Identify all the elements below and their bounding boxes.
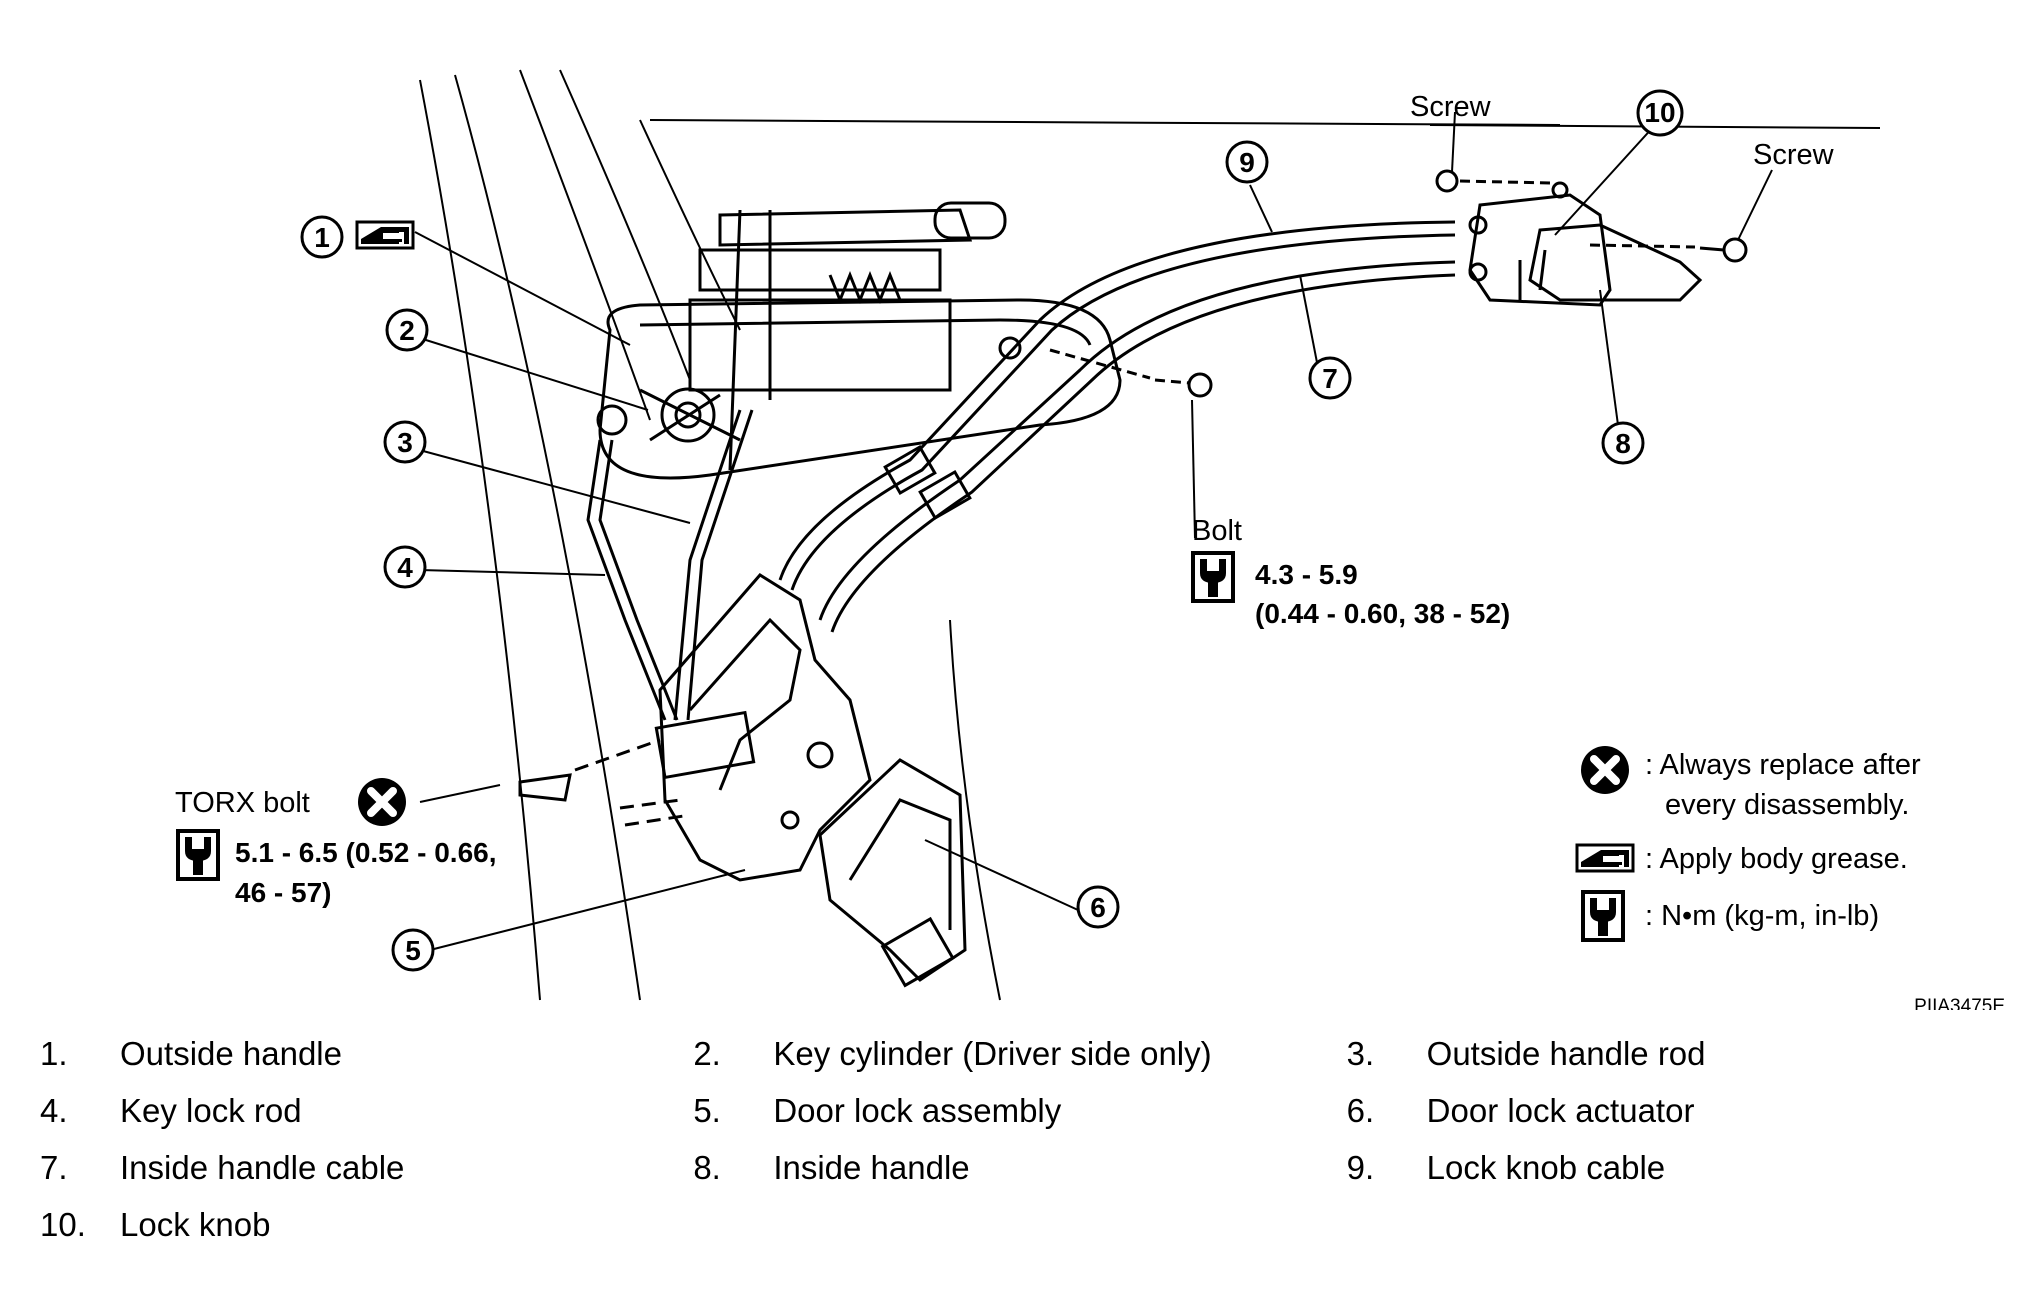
callout-3: 3 xyxy=(383,420,427,464)
legend-item: 7. Inside handle cable xyxy=(40,1149,693,1187)
leader-lines xyxy=(409,111,1773,951)
svg-text:5: 5 xyxy=(405,935,421,966)
legend-item: 6. Door lock actuator xyxy=(1347,1092,2000,1130)
legend-text: Outside handle rod xyxy=(1426,1034,1706,1072)
torx-torque-line-1: 5.1 - 6.5 (0.52 - 0.66, xyxy=(235,837,497,868)
svg-text:: N•m (kg-m, in-lb): : N•m (kg-m, in-lb) xyxy=(1645,900,1879,932)
legend-number: 8. xyxy=(693,1148,721,1186)
replace-part-icon xyxy=(358,778,406,826)
legend-number: 3. xyxy=(1346,1034,1375,1072)
screw-label-right: Screw xyxy=(1753,139,1835,171)
legend-row: 7. Inside handle cable 8. Inside handle … xyxy=(40,1139,2000,1196)
svg-text:3: 3 xyxy=(397,427,413,458)
legend-number: 10. xyxy=(40,1205,86,1243)
callout-2: 2 xyxy=(385,308,429,352)
legend-number: 5. xyxy=(693,1091,721,1129)
svg-text:7: 7 xyxy=(1322,363,1338,394)
body-grease-icon xyxy=(355,220,415,250)
callout-1: 1 xyxy=(300,215,415,259)
door-panel-outline xyxy=(419,69,1881,1001)
callout-4: 4 xyxy=(383,545,427,589)
legend-item: 3. Outside handle rod xyxy=(1347,1035,2000,1073)
legend-text: Door lock assembly xyxy=(773,1091,1062,1129)
legend-row: 10. Lock knob xyxy=(40,1196,2000,1253)
replace-part-icon xyxy=(1581,746,1629,794)
door-lock-diagram: 1 2 3 4 5 6 7 8 9 10 Screw Screw Bolt 4.… xyxy=(175,69,2005,1010)
legend-number: 7. xyxy=(40,1148,68,1186)
bolt-torque-line-2: (0.44 - 0.60, 38 - 52) xyxy=(1255,598,1510,629)
legend-item: 8. Inside handle xyxy=(693,1149,1346,1187)
torque-wrench-icon xyxy=(1581,890,1625,942)
legend-text: Lock knob xyxy=(120,1205,271,1243)
legend-text: Inside handle cable xyxy=(120,1148,405,1186)
rods-drawing xyxy=(586,409,754,721)
cables-drawing xyxy=(778,220,1456,633)
legend-item: 5. Door lock assembly xyxy=(693,1092,1346,1130)
parts-legend: 1. Outside handle 2. Key cylinder (Drive… xyxy=(40,1025,2000,1253)
svg-text:: Apply body grease.: : Apply body grease. xyxy=(1645,843,1908,875)
inside-handle-drawing xyxy=(1468,181,1703,307)
torx-torque-line-2: 46 - 57) xyxy=(235,877,332,908)
callout-6: 6 xyxy=(1076,885,1120,929)
svg-text:9: 9 xyxy=(1239,147,1255,178)
legend-item: 2. Key cylinder (Driver side only) xyxy=(693,1035,1346,1073)
legend-text: Inside handle xyxy=(773,1148,970,1186)
legend-text: Key lock rod xyxy=(120,1091,302,1129)
screw-label-left: Screw xyxy=(1410,91,1492,123)
svg-text:1: 1 xyxy=(314,222,330,253)
torx-bolt-label: TORX bolt xyxy=(175,787,310,819)
bolt-label: Bolt xyxy=(1192,515,1242,547)
callout-10: 10 xyxy=(1636,89,1684,137)
svg-text:4: 4 xyxy=(397,552,413,583)
svg-text:8: 8 xyxy=(1615,428,1631,459)
callout-7: 7 xyxy=(1308,356,1352,400)
callout-8: 8 xyxy=(1601,421,1645,465)
torque-wrench-icon xyxy=(1191,551,1235,603)
callout-9: 9 xyxy=(1225,140,1269,184)
legend-number: 6. xyxy=(1346,1091,1375,1129)
svg-text:2: 2 xyxy=(399,315,415,346)
torque-wrench-icon xyxy=(176,829,220,881)
symbol-key: : Always replace after every disassembly… xyxy=(1575,746,1921,942)
body-grease-icon xyxy=(1575,843,1635,873)
legend-text: Door lock actuator xyxy=(1426,1091,1695,1129)
door-lock-assembly-drawing xyxy=(654,573,967,988)
legend-text: Key cylinder (Driver side only) xyxy=(773,1034,1212,1072)
outside-handle-drawing xyxy=(598,201,1122,480)
legend-number: 9. xyxy=(1346,1148,1375,1186)
svg-text:every disassembly.: every disassembly. xyxy=(1665,789,1909,821)
legend-item: 9. Lock knob cable xyxy=(1347,1149,2000,1187)
fasteners-drawing xyxy=(518,169,1748,827)
svg-text:: Always replace after: : Always replace after xyxy=(1645,749,1921,781)
svg-text:10: 10 xyxy=(1644,97,1675,128)
legend-item: 4. Key lock rod xyxy=(40,1092,693,1130)
legend-row: 1. Outside handle 2. Key cylinder (Drive… xyxy=(40,1025,2000,1082)
key-cylinder-drawing xyxy=(596,387,741,443)
svg-text:6: 6 xyxy=(1090,892,1106,923)
legend-row: 4. Key lock rod 5. Door lock assembly 6.… xyxy=(40,1082,2000,1139)
legend-text: Lock knob cable xyxy=(1426,1148,1666,1186)
legend-number: 2. xyxy=(693,1034,721,1072)
legend-number: 4. xyxy=(40,1091,68,1129)
callout-5: 5 xyxy=(391,928,435,972)
figure-code: PIIA3475E xyxy=(1914,996,2005,1010)
bolt-torque-line-1: 4.3 - 5.9 xyxy=(1255,559,1358,590)
legend-item: 1. Outside handle xyxy=(40,1035,693,1073)
legend-text: Outside handle xyxy=(120,1034,342,1072)
legend-number: 1. xyxy=(40,1034,68,1072)
legend-item: 10. Lock knob xyxy=(40,1206,720,1244)
